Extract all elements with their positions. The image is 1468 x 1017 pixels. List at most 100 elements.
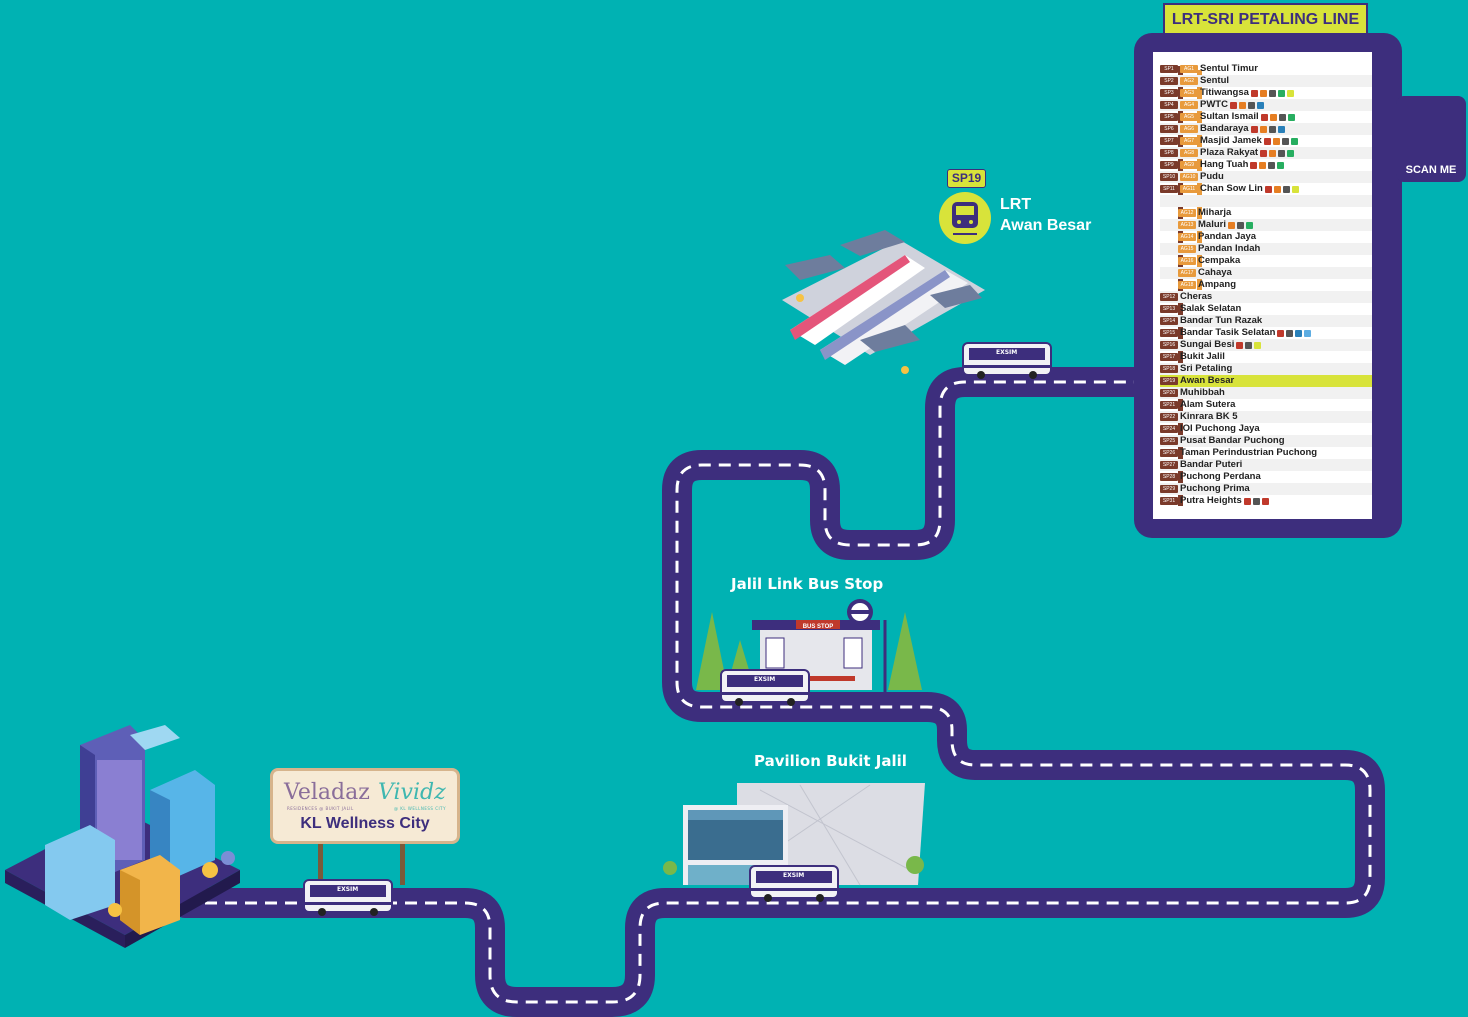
lrt-label: LRT	[1000, 196, 1032, 213]
interchange-icon	[1260, 149, 1268, 157]
bus-stop-label: Jalil Link Bus Stop	[731, 575, 884, 593]
lrt-station-name: Awan Besar	[1000, 217, 1092, 234]
station-code: SP15	[1160, 329, 1178, 337]
mall-label: Pavilion Bukit Jalil	[754, 752, 907, 770]
station-code: SP13	[1160, 305, 1178, 313]
interchange-icon	[1254, 341, 1262, 349]
interchange-icon	[1236, 341, 1244, 349]
station-code: SP12	[1160, 293, 1178, 301]
interchange-icon	[1277, 89, 1285, 97]
interchange-icon	[1278, 149, 1286, 157]
station-name: Bandaraya	[1200, 123, 1249, 134]
interchange-icon	[1250, 89, 1258, 97]
station-code: SP25	[1160, 437, 1178, 445]
station-code-branch: AG16	[1178, 257, 1196, 265]
station-name: Maluri	[1198, 219, 1226, 230]
road	[170, 367, 1385, 1017]
brand-vividz: Vividz	[378, 780, 446, 805]
interchange-icon	[1263, 137, 1271, 145]
bus-4-text: EXSIM	[996, 349, 1018, 356]
interchange-icon	[1277, 161, 1285, 169]
interchange-icon	[1287, 113, 1295, 121]
station-code: SP16	[1160, 341, 1178, 349]
station-code-branch: AG12	[1178, 209, 1196, 217]
station-code-branch: AG9	[1180, 161, 1198, 169]
station-name: Bukit Jalil	[1180, 351, 1225, 362]
interchange-icon	[1268, 161, 1276, 169]
station-code: SP29	[1160, 485, 1178, 493]
station-code: SP24	[1160, 425, 1178, 433]
station-name: Bandar Tasik Selatan	[1180, 327, 1276, 338]
station-code: SP6	[1160, 125, 1178, 133]
station-name: Cheras	[1180, 291, 1213, 302]
interchange-icon	[1286, 329, 1294, 337]
interchange-icon	[1304, 329, 1312, 337]
station-name: Puchong Perdana	[1180, 471, 1261, 482]
interchange-icon	[1287, 149, 1295, 157]
station-code: SP20	[1160, 389, 1178, 397]
station-code: SP21	[1160, 401, 1178, 409]
station-code: SP9	[1160, 161, 1178, 169]
interchange-icon	[1268, 125, 1276, 133]
station-name: Sentul	[1200, 75, 1230, 86]
station-name: Puchong Prima	[1180, 483, 1250, 494]
station-code: SP14	[1160, 317, 1178, 325]
station-code-branch: AG8	[1180, 149, 1198, 157]
bus-2	[749, 865, 839, 902]
interchange-icon	[1290, 137, 1298, 145]
station-name: Sultan Ismail	[1200, 111, 1259, 122]
interchange-icon	[1269, 113, 1277, 121]
station-name: Hang Tuah	[1200, 159, 1249, 170]
station-name: Pusat Bandar Puchong	[1180, 435, 1285, 446]
station-name: Cahaya	[1198, 267, 1232, 278]
station-code-branch: AG5	[1180, 113, 1198, 121]
station-code-branch: AG15	[1178, 245, 1196, 253]
interchange-icon	[1247, 101, 1255, 109]
station-code: SP11	[1160, 185, 1178, 193]
station-code-branch: AG4	[1180, 101, 1198, 109]
bus-1	[303, 879, 393, 916]
interchange-icon	[1295, 329, 1303, 337]
station-name: Sri Petaling	[1180, 363, 1233, 374]
station-code: SP5	[1160, 113, 1178, 121]
station-name: Sungai Besi	[1180, 339, 1235, 350]
station-name: Masjid Jamek	[1200, 135, 1262, 146]
station-code-branch: AG7	[1180, 137, 1198, 145]
qr-frame	[1396, 96, 1466, 182]
station-name: Pandan Jaya	[1198, 231, 1257, 242]
station-name: Salak Selatan	[1180, 303, 1242, 314]
city-buildings	[5, 725, 240, 948]
bus-4	[962, 342, 1052, 379]
interchange-icon	[1272, 137, 1280, 145]
line-title: LRT-SRI PETALING LINE	[1163, 3, 1368, 33]
station-name: Bandar Tun Razak	[1180, 315, 1263, 326]
station-code: SP7	[1160, 137, 1178, 145]
interchange-icon	[1245, 221, 1253, 229]
station-name: Cempaka	[1198, 255, 1241, 266]
station-code: SP2	[1160, 77, 1178, 85]
interchange-icon	[1281, 137, 1289, 145]
interchange-icon	[1260, 113, 1268, 121]
bus-2-text: EXSIM	[783, 872, 805, 879]
bus-3	[720, 669, 810, 706]
